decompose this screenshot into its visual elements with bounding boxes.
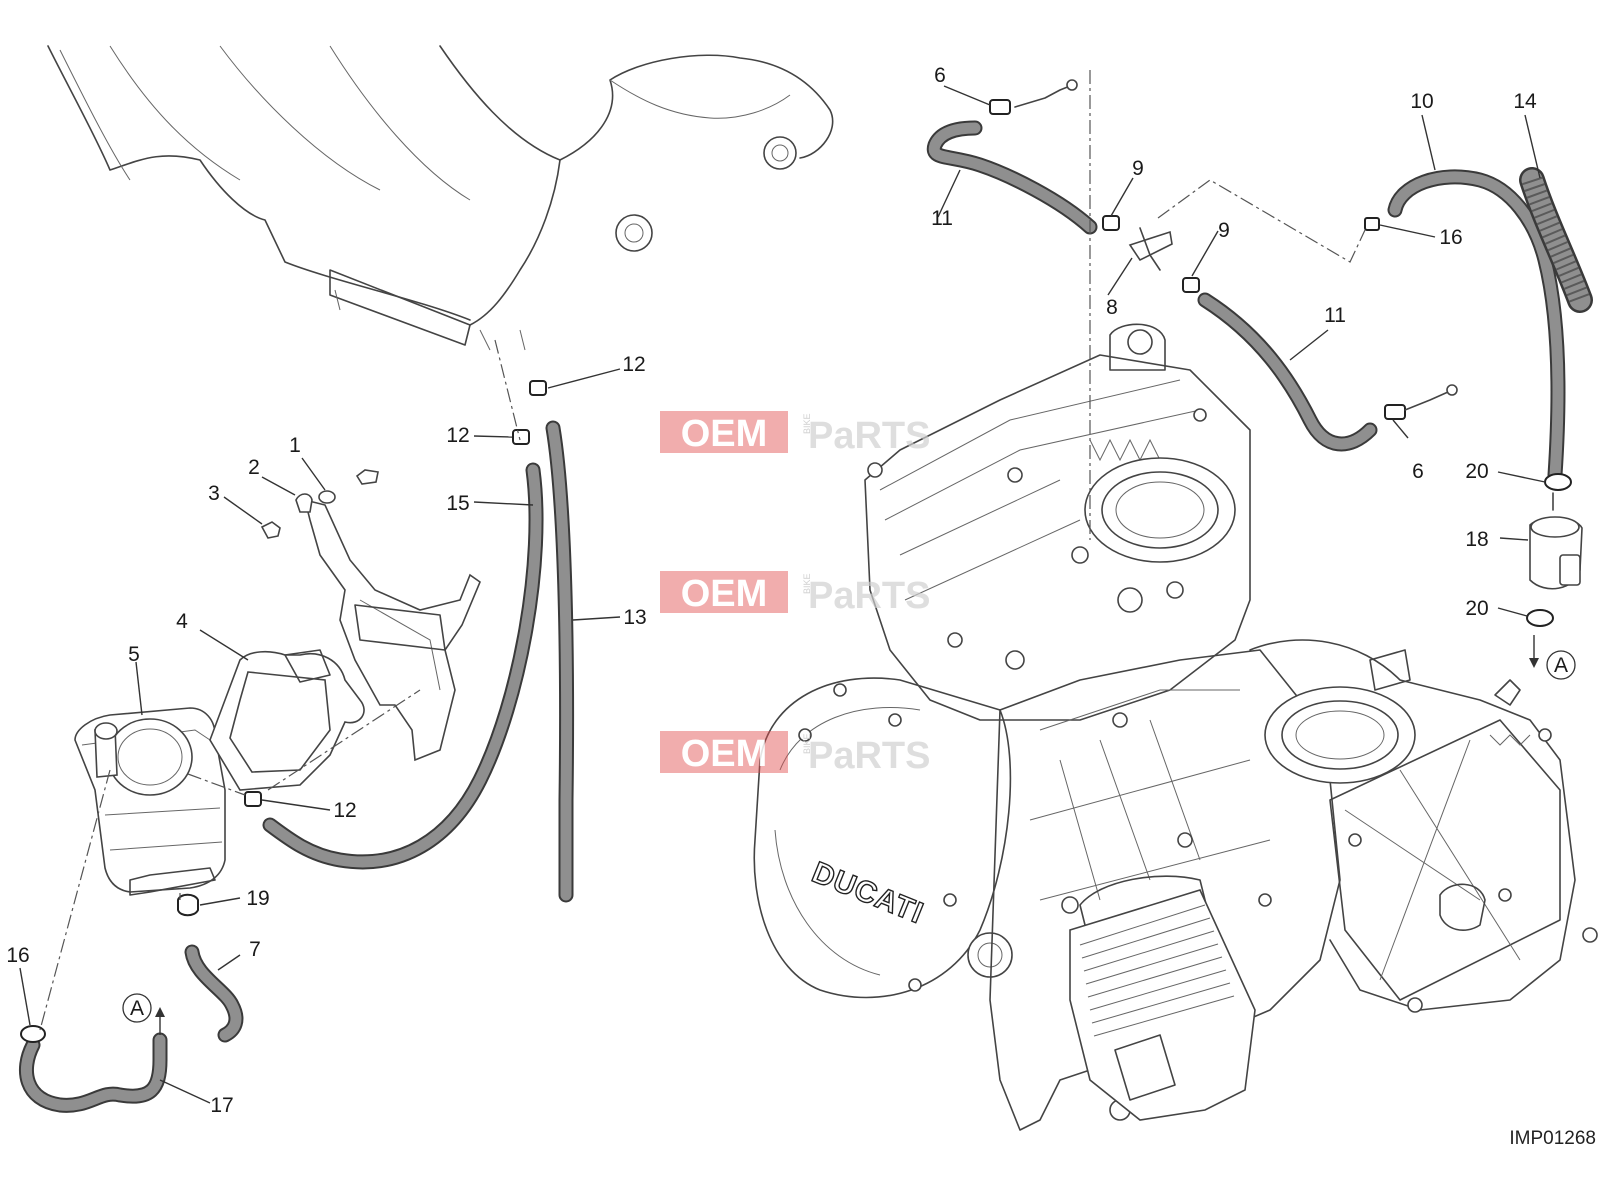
- watermark-2: OEM BIKE PaRTS: [660, 571, 930, 617]
- callout-4: 4: [176, 610, 188, 633]
- hose-set: [18, 120, 1566, 1113]
- view-marker-left: A: [122, 993, 152, 1023]
- callout-6b: 6: [1412, 460, 1424, 483]
- fuel-tank-frame-outline: [47, 45, 834, 351]
- svg-text:OEM: OEM: [681, 573, 768, 615]
- svg-text:PaRTS: PaRTS: [808, 415, 930, 457]
- view-marker-right: A: [1546, 650, 1576, 680]
- callout-9a: 9: [1132, 157, 1144, 180]
- svg-text:BIKE: BIKE: [802, 733, 812, 754]
- callout-13: 13: [623, 606, 646, 629]
- ducati-logo: DUCATI: [807, 856, 928, 930]
- callout-16b: 16: [1439, 226, 1462, 249]
- svg-text:OEM: OEM: [681, 413, 768, 455]
- svg-text:A: A: [130, 997, 144, 1020]
- callout-9b: 9: [1218, 219, 1230, 242]
- callout-6a: 6: [934, 64, 946, 87]
- callout-3: 3: [208, 482, 220, 505]
- leader-lines: [19, 85, 1546, 1104]
- svg-text:BIKE: BIKE: [802, 413, 812, 434]
- callout-15: 15: [446, 492, 469, 515]
- svg-text:OEM: OEM: [681, 733, 768, 775]
- reservoir-mounting-bracket: [303, 498, 481, 762]
- callout-20b: 20: [1465, 597, 1488, 620]
- callout-19: 19: [246, 887, 269, 910]
- assembly-lines: [39, 70, 1366, 1031]
- callout-12c: 12: [333, 799, 356, 822]
- corrugated-sleeve-14: [1519, 167, 1593, 313]
- callout-16a: 16: [6, 944, 29, 967]
- callout-5: 5: [128, 643, 140, 666]
- callout-labels: 1 2 3 4 5 7 12 12 12 13 15 16 17 19 6 6 …: [6, 64, 1537, 1117]
- callout-11a: 11: [931, 207, 953, 230]
- watermark-3: OEM BIKE PaRTS: [660, 731, 930, 777]
- callout-7: 7: [249, 938, 261, 961]
- callout-12a: 12: [622, 353, 645, 376]
- drawing-code: IMP01268: [1509, 1128, 1596, 1149]
- callout-10: 10: [1410, 90, 1433, 113]
- svg-text:PaRTS: PaRTS: [808, 735, 930, 777]
- callout-20a: 20: [1465, 460, 1488, 483]
- svg-text:BIKE: BIKE: [802, 573, 812, 594]
- breather-reservoir: [74, 707, 226, 896]
- watermark-1: OEM BIKE PaRTS: [660, 411, 930, 457]
- callout-18: 18: [1465, 528, 1488, 551]
- callout-12b: 12: [446, 424, 469, 447]
- callout-17: 17: [210, 1094, 233, 1117]
- svg-text:A: A: [1554, 654, 1568, 677]
- callout-14: 14: [1513, 90, 1537, 113]
- svg-text:PaRTS: PaRTS: [808, 575, 930, 617]
- reservoir-strap: [209, 649, 365, 791]
- callout-8: 8: [1106, 296, 1118, 319]
- callout-2: 2: [248, 456, 260, 479]
- reference-arrows: [155, 635, 1539, 1035]
- clamps-and-fittings: [20, 79, 1583, 1043]
- callout-1: 1: [289, 434, 301, 457]
- engine-block-outline: [753, 323, 1598, 1131]
- callout-11b: 11: [1324, 304, 1346, 327]
